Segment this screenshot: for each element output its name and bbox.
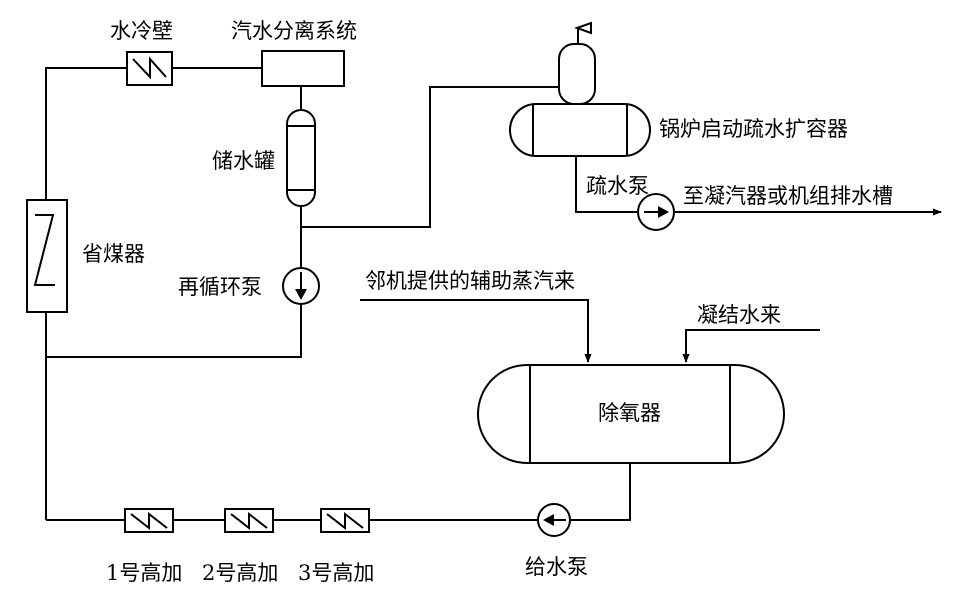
label-hp-heater-1: 1号高加 bbox=[106, 561, 182, 585]
steam-water-separator bbox=[261, 50, 345, 87]
pipe-condensate bbox=[682, 329, 820, 363]
pipe-recirc-return bbox=[46, 304, 302, 358]
pipe-tank-to-flash-tank bbox=[301, 86, 559, 228]
feed-pump bbox=[537, 503, 571, 537]
label-aux-steam: 邻机提供的辅助蒸汽来 bbox=[365, 269, 575, 293]
label-storage-tank: 储水罐 bbox=[212, 149, 275, 173]
hp-heater-2 bbox=[224, 508, 274, 533]
storage-tank bbox=[286, 109, 316, 207]
hp-heater-3 bbox=[320, 508, 370, 533]
label-condensate: 凝结水来 bbox=[697, 303, 781, 327]
hp-heater-1 bbox=[124, 508, 174, 533]
label-to-condenser: 至凝汽器或机组排水槽 bbox=[683, 184, 893, 208]
label-flash-tank: 锅炉启动疏水扩容器 bbox=[659, 117, 848, 141]
label-hp-heater-2: 2号高加 bbox=[202, 561, 278, 585]
label-recirc-pump: 再循环泵 bbox=[178, 275, 262, 299]
water-wall bbox=[126, 51, 173, 86]
pipe-flash-tank-drain bbox=[575, 156, 637, 213]
recirculation-pump bbox=[282, 267, 320, 305]
label-water-wall: 水冷壁 bbox=[110, 19, 173, 43]
startup-drain-flash-tank bbox=[509, 21, 651, 157]
label-deaerator: 除氧器 bbox=[598, 401, 661, 425]
pipe-aux-steam bbox=[360, 299, 592, 363]
economizer bbox=[26, 199, 68, 313]
label-drain-pump: 疏水泵 bbox=[586, 174, 649, 198]
drain-pump bbox=[637, 193, 675, 231]
pipe-economizer-to-waterwall bbox=[45, 67, 127, 200]
label-economizer: 省煤器 bbox=[82, 242, 145, 266]
label-feed-pump: 给水泵 bbox=[525, 555, 588, 579]
label-separator: 汽水分离系统 bbox=[231, 19, 357, 43]
label-hp-heater-3: 3号高加 bbox=[298, 561, 374, 585]
deaerator bbox=[477, 364, 785, 464]
pipe-deaerator-to-feedpump bbox=[568, 463, 631, 521]
